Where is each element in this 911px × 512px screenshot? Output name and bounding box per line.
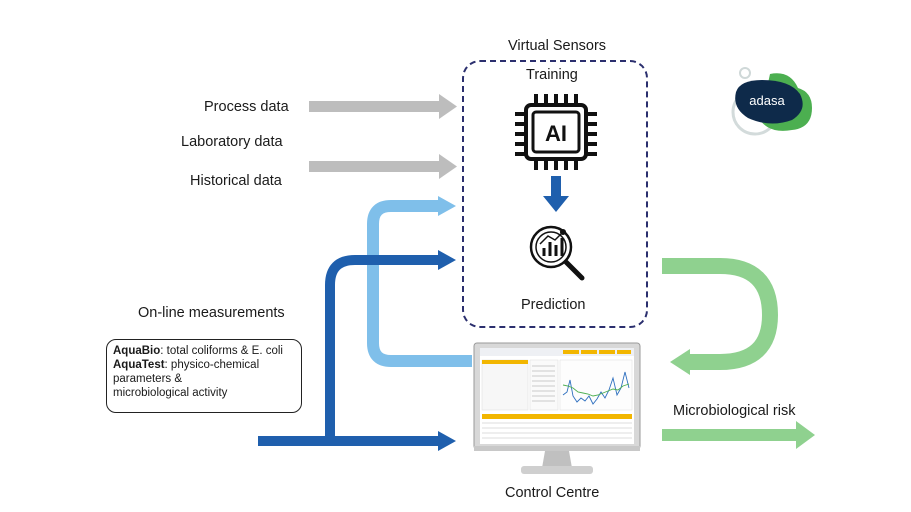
aquatest-desc: : physico-chemical <box>164 359 260 371</box>
screen-header-bar <box>480 348 634 356</box>
screen-tab-2 <box>581 350 597 354</box>
aquabio-name: AquaBio <box>113 345 161 357</box>
process-data-label: Process data <box>204 99 289 115</box>
screen-chart-line-1 <box>562 371 630 405</box>
feedback-light-blue-arrowhead <box>438 196 456 216</box>
screen-list-lines <box>532 365 555 402</box>
feedback-light-blue-arrow <box>367 200 472 367</box>
laboratory-data-label: Laboratory data <box>181 134 283 150</box>
screen-list-panel <box>529 359 559 411</box>
screen-tab-3 <box>599 350 615 354</box>
analytics-magnifier-icon <box>529 225 585 281</box>
chip-core <box>531 110 581 154</box>
ai-chip-icon: AI <box>515 94 597 170</box>
monitor-bottom-bezel <box>474 446 640 451</box>
risk-green-arrow <box>662 429 798 441</box>
screen-chart-panel <box>559 359 633 411</box>
screen-left-panel-header <box>482 360 528 364</box>
chip-ai-text: AI <box>545 121 567 146</box>
adasa-logo: adasa <box>731 67 812 136</box>
aquatest-name: AquaTest <box>113 359 165 371</box>
logo-ring-small <box>739 67 751 79</box>
logo-dark-blob <box>735 80 803 124</box>
monitor-neck <box>542 451 572 468</box>
microbiological-risk-label: Microbiological risk <box>673 403 796 419</box>
prediction-green-arrowhead <box>670 349 690 375</box>
instruments-info-box: AquaBio: total coliforms & E. coli AquaT… <box>106 339 302 413</box>
screen-tab-1 <box>563 350 579 354</box>
online-dark-blue-arrowhead-up <box>438 250 456 270</box>
chip-pins-bottom <box>534 158 578 170</box>
training-label: Training <box>526 67 578 83</box>
screen-table-header <box>482 414 632 419</box>
historical-data-arrow <box>309 154 457 179</box>
online-measurements-label: On-line measurements <box>138 305 285 321</box>
process-data-arrow <box>309 94 457 119</box>
prediction-label: Prediction <box>521 297 586 313</box>
training-down-arrow <box>551 176 561 198</box>
chip-pins-left <box>515 112 527 156</box>
screen-tab-4 <box>617 350 631 354</box>
online-dark-blue-arrow-up <box>325 255 440 438</box>
control-centre-label: Control Centre <box>505 485 600 501</box>
virtual-sensors-box <box>462 60 648 328</box>
chip-pins-right <box>585 112 597 156</box>
online-dark-blue-arrowhead-right <box>438 431 456 451</box>
screen-table-rows <box>482 422 632 439</box>
info-line-3: parameters & <box>113 373 183 385</box>
screen-left-panel <box>481 359 529 411</box>
screen-chart-line-2 <box>562 383 630 397</box>
risk-green-arrowhead <box>796 421 815 449</box>
info-line-4: microbiological activity <box>113 387 228 399</box>
aquabio-desc: : total coliforms & E. coli <box>160 345 283 357</box>
logo-text: adasa <box>749 93 785 108</box>
historical-data-label: Historical data <box>190 173 282 189</box>
chip-pins-top <box>534 94 578 106</box>
virtual-sensors-title: Virtual Sensors <box>508 38 607 54</box>
monitor-base <box>521 466 593 474</box>
prediction-green-arrow <box>662 258 779 370</box>
training-down-arrowhead <box>543 196 569 212</box>
control-centre-monitor <box>473 342 641 474</box>
